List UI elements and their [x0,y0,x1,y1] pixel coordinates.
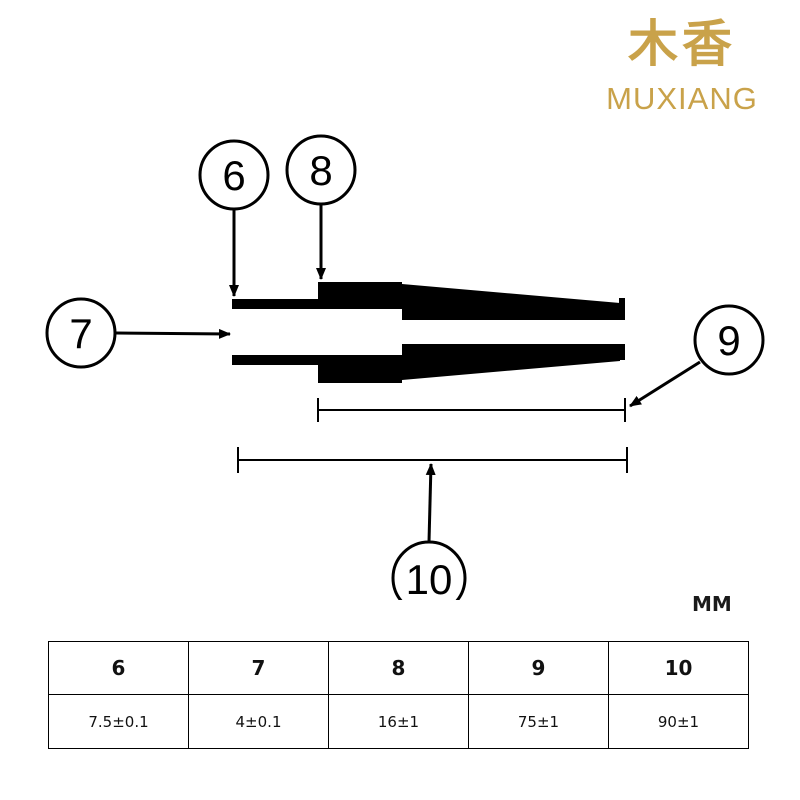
dimension-line-9 [317,398,626,422]
header-cell: 9 [468,641,609,695]
dimension-table: 6 7 8 9 10 7.5±0.1 4±0.1 16±1 75±1 90±1 [48,641,749,749]
callout-10-label: 10 [406,556,453,600]
callout-10: 10 [391,463,467,600]
tip-profile [232,282,625,383]
callout-7-arrow [115,328,231,339]
callout-9: 9 [629,304,765,408]
tip-end-cap-lower [619,344,625,360]
callout-8: 8 [285,134,357,280]
callout-6: 6 [198,139,270,297]
tip-body-lower [318,344,620,383]
tip-end-cap-upper [619,298,625,320]
tip-dimension-diagram: 6 8 7 9 10 [45,134,765,600]
tube-wall-lower [232,355,322,365]
header-cell: 7 [188,641,329,695]
header-cell: 6 [48,641,189,695]
value-cell: 16±1 [328,694,469,749]
callout-10-arrow [425,463,436,543]
brand-name-chinese: 木香 [628,14,736,73]
callout-8-label: 8 [309,147,332,194]
header-cell: 10 [608,641,749,695]
brand-logo: 木香 MUXIANG [582,10,782,116]
dimension-line-10 [237,447,628,473]
value-cell: 4±0.1 [188,694,329,749]
header-cell: 8 [328,641,469,695]
callout-9-label: 9 [717,317,740,364]
table-header-row: 6 7 8 9 10 [48,641,749,695]
callout-7: 7 [45,297,231,369]
tip-body-upper [318,282,620,320]
callout-9-arrow [629,360,701,408]
callout-6-label: 6 [222,152,245,199]
brand-name-english: MUXIANG [606,81,758,116]
value-cell: 75±1 [468,694,609,749]
table-row: 7.5±0.1 4±0.1 16±1 75±1 90±1 [48,694,749,749]
unit-label: MM [692,592,732,616]
value-cell: 7.5±0.1 [48,694,189,749]
tube-wall-upper [232,299,322,309]
callout-7-label: 7 [69,310,92,357]
value-cell: 90±1 [608,694,749,749]
